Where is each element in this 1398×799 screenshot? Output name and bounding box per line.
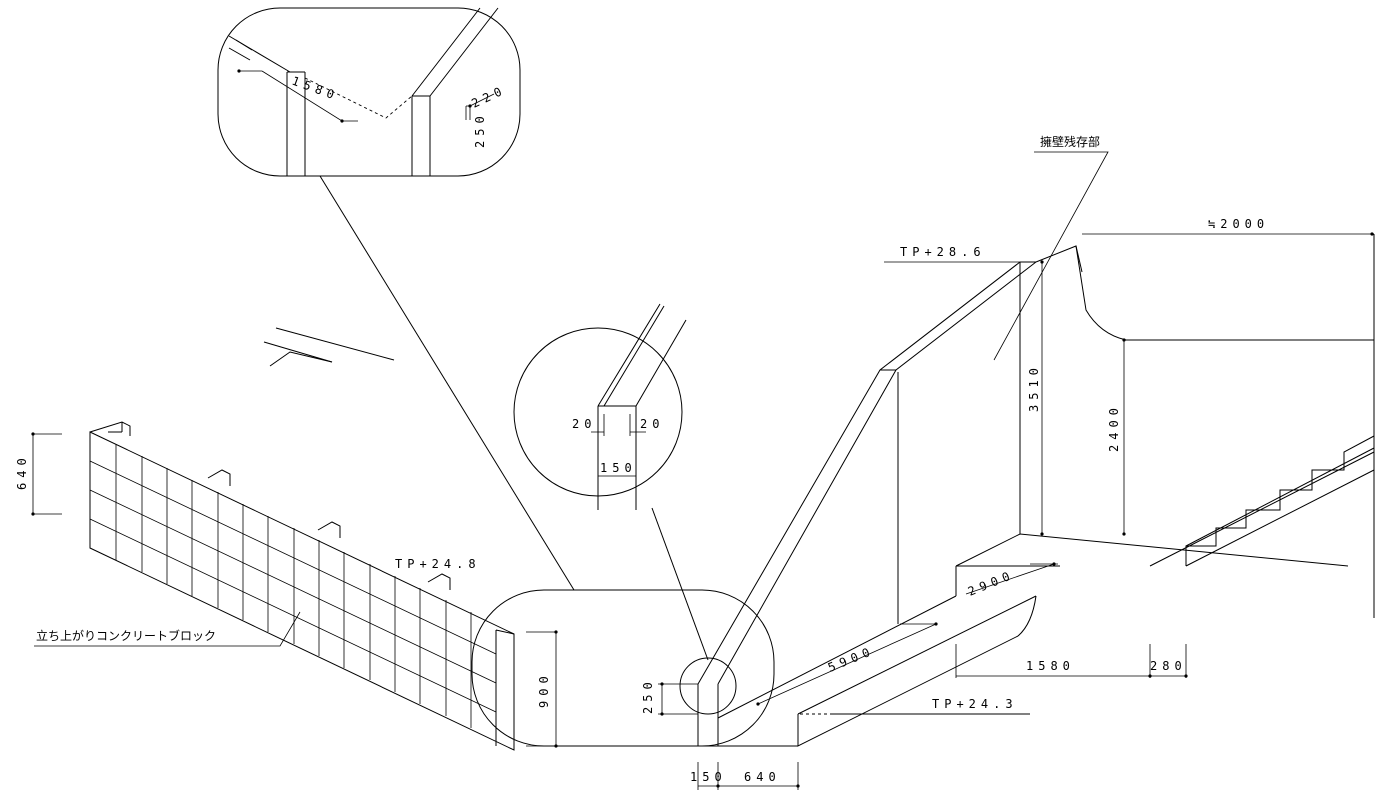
base-channel [797, 533, 1349, 747]
dim-250-group: 250 [641, 677, 698, 716]
dim-900-group: 900 [526, 630, 558, 748]
dim-20-right: 20 [640, 417, 664, 431]
dim-900: 900 [537, 671, 551, 708]
dim-2400: 2400 [1107, 403, 1121, 452]
concrete-block-label: 立ち上がりコンクリートブロック [36, 628, 216, 643]
dim-2900-group: 2900 [965, 562, 1058, 599]
tp-28-6-label: TP+28.6 [900, 245, 986, 259]
dim-1580-top: 1580 [290, 74, 341, 104]
block-wall [89, 421, 515, 751]
dim-640-left: 640 [15, 453, 29, 490]
dim-2400-group: 2400 [1107, 338, 1154, 536]
block-label-group: 立ち上がりコンクリートブロック [34, 611, 301, 647]
slope-symbol [263, 327, 395, 367]
dim-250-top: 250 [473, 111, 487, 148]
dim-220-top: 220 [469, 83, 508, 111]
dim-250-base: 250 [641, 677, 655, 714]
dim-5900-group: 5900 [756, 622, 938, 706]
dim-1580-280-group: 1580 280 [955, 644, 1188, 678]
dim-3510-group: 3510 [1027, 260, 1044, 536]
dim-1580: 1580 [1026, 659, 1075, 673]
dim-3510: 3510 [1027, 363, 1041, 412]
dim-150-circle: 150 [600, 461, 637, 475]
retaining-wall [1035, 232, 1375, 618]
dim-5900: 5900 [826, 643, 877, 674]
small-circle-marker [679, 657, 737, 715]
dim-20-left: 20 [572, 417, 596, 431]
tp-24-3-label: TP+24.3 [932, 697, 1018, 711]
dim-150-bottom: 150 [690, 770, 727, 784]
lower-detail-callout [471, 589, 775, 747]
dim-2900: 2900 [966, 567, 1017, 598]
tp-24-8-label: TP+24.8 [395, 557, 481, 571]
top-detail-callout: 1580 220 250 [217, 7, 521, 177]
retaining-wall-label: 擁壁残存部 [1040, 134, 1100, 149]
approx-2000-label: ≒2000 [1208, 217, 1269, 231]
slope-wall [697, 261, 1037, 747]
circle-detail-callout: 20 20 150 [513, 303, 687, 510]
dim-280: 280 [1150, 659, 1187, 673]
tp-28-6-group: TP+28.6 [884, 245, 1020, 263]
dim-bottom-group: 150 640 [690, 762, 800, 790]
dim-640-left-group: 640 [15, 432, 62, 516]
retaining-wall-label-group: 擁壁残存部 [993, 134, 1109, 361]
dim-640-bottom: 640 [744, 770, 781, 784]
